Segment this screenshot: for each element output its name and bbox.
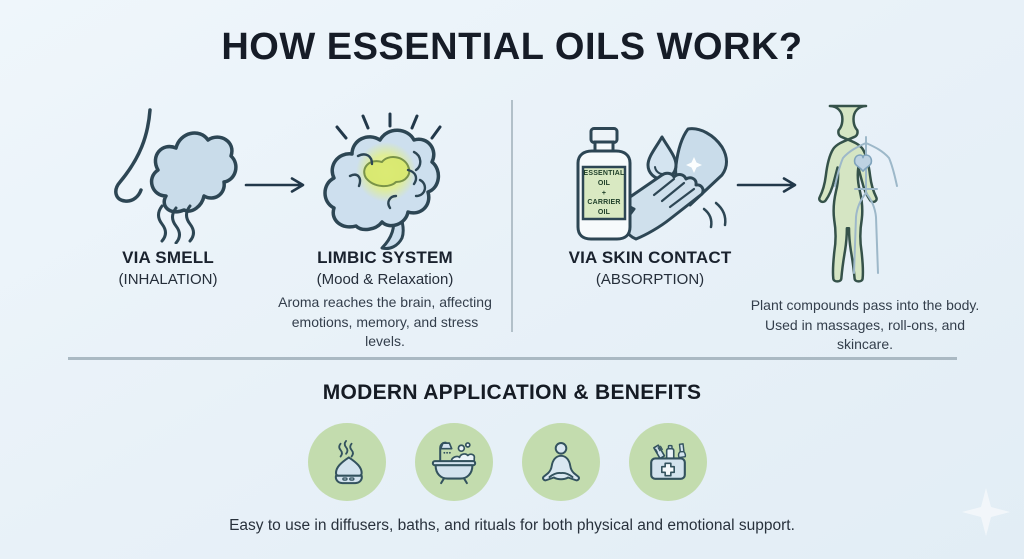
bottle-label-line: CARRIER xyxy=(587,199,621,207)
via-skin-contact-label: VIA SKIN CONTACT xyxy=(568,248,732,267)
bottle-label-line: OIL xyxy=(597,179,611,187)
limbic-system-block: LIMBIC SYSTEM (Mood & Relaxation) xyxy=(280,248,490,288)
sparkle-icon xyxy=(962,488,1010,536)
vertical-divider xyxy=(511,100,513,332)
benefits-heading: MODERN APPLICATION & BENEFITS xyxy=(322,381,702,404)
droplet-icon xyxy=(646,135,678,181)
meditation-icon xyxy=(542,442,580,482)
bottle-label-line: ESSENTIAL xyxy=(583,170,625,177)
via-smell-label: VIA SMELL xyxy=(122,248,214,267)
diffuser-icon xyxy=(334,440,363,485)
via-skin-contact-sublabel: (ABSORPTION) xyxy=(595,271,705,289)
brain-icon xyxy=(323,112,442,250)
body-description: Plant compounds pass into the body. Used… xyxy=(750,297,980,353)
limbic-system-label: LIMBIC SYSTEM xyxy=(317,248,453,267)
limbic-description: Aroma reaches the brain, affecting emoti… xyxy=(278,294,492,350)
bottle-label-line: + xyxy=(601,189,607,197)
benefits-caption: Easy to use in diffusers, baths, and rit… xyxy=(229,517,795,534)
via-skin-contact-block: VIA SKIN CONTACT (ABSORPTION) xyxy=(540,248,760,288)
limbic-system-sublabel: (Mood & Relaxation) xyxy=(316,271,454,289)
page-title: HOW ESSENTIAL OILS WORK? xyxy=(221,26,803,68)
benefit-circle-diffuser xyxy=(308,423,386,501)
arrow-right-icon xyxy=(736,177,797,193)
via-smell-sublabel: (INHALATION) xyxy=(118,271,218,289)
benefit-circle-meditation xyxy=(522,423,600,501)
first-aid-kit-icon xyxy=(650,443,687,480)
benefit-circle-first-aid xyxy=(629,423,707,501)
bottle-label: ESSENTIAL OIL + CARRIER OIL xyxy=(583,169,625,218)
human-body-icon xyxy=(818,104,898,283)
bathtub-icon xyxy=(431,441,477,485)
oil-bottle-massage-icon xyxy=(576,127,728,241)
bottle-label-line: OIL xyxy=(597,209,611,217)
benefits-icon-row xyxy=(308,423,707,501)
nose-vapor-icon xyxy=(114,108,238,244)
via-smell-block: VIA SMELL (INHALATION) xyxy=(68,248,268,288)
benefit-circle-bath xyxy=(415,423,493,501)
arrow-right-icon xyxy=(244,177,305,193)
horizontal-divider xyxy=(68,357,957,360)
